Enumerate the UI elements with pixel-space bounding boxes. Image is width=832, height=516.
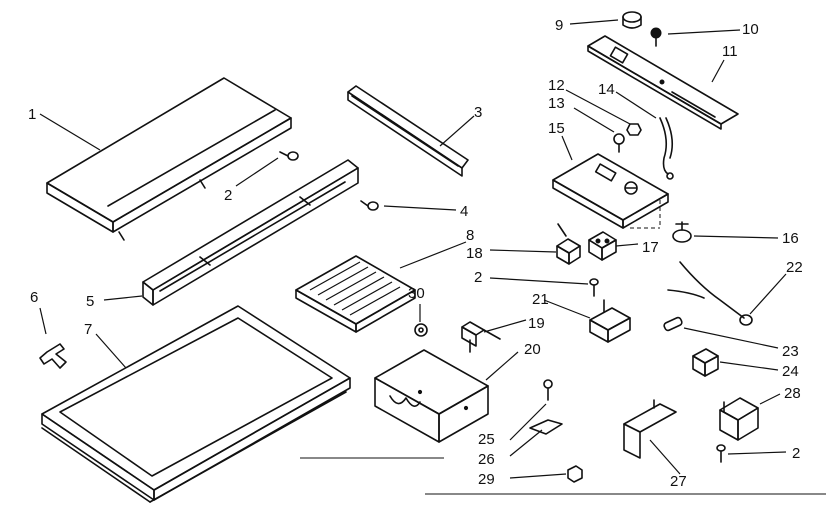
part-14-wire-lead xyxy=(659,117,674,180)
callout-12: 12 xyxy=(548,77,565,94)
callout-2-c: 2 xyxy=(792,445,800,462)
part-15-housing xyxy=(552,153,669,229)
part-26-clamp xyxy=(529,419,563,435)
part-2-screw-b xyxy=(589,278,599,297)
callout-labels: 1 2 3 4 5 6 7 8 9 10 11 12 13 14 15 16 1… xyxy=(28,17,803,490)
callout-5: 5 xyxy=(86,293,94,310)
part-16-thermostat xyxy=(672,221,692,243)
callout-18: 18 xyxy=(466,245,483,262)
callout-17: 17 xyxy=(642,239,659,256)
callout-3: 3 xyxy=(474,104,482,121)
callout-27: 27 xyxy=(670,473,687,490)
part-5-rail xyxy=(142,159,359,306)
callout-10: 10 xyxy=(742,21,759,38)
part-12-nut xyxy=(626,123,642,136)
leader-lines xyxy=(39,19,787,479)
part-6-clip xyxy=(39,343,67,369)
callout-9: 9 xyxy=(555,17,563,34)
part-11-control-panel xyxy=(587,35,739,130)
part-29-cap xyxy=(567,465,583,483)
part-30-grommet xyxy=(414,323,428,337)
part-18-switch xyxy=(556,223,581,265)
callout-6: 6 xyxy=(30,289,38,306)
part-4-screw xyxy=(360,200,379,211)
callout-26: 26 xyxy=(478,451,495,468)
callout-23: 23 xyxy=(782,343,799,360)
callout-16: 16 xyxy=(782,230,799,247)
callout-24: 24 xyxy=(782,363,799,380)
part-25-screw xyxy=(543,379,553,401)
callout-14: 14 xyxy=(598,81,615,98)
callout-4: 4 xyxy=(460,203,468,220)
callout-1: 1 xyxy=(28,106,36,123)
part-8-grille xyxy=(295,255,416,333)
part-28-bracket xyxy=(719,397,759,441)
callout-22: 22 xyxy=(786,259,803,276)
part-2-screw-c xyxy=(716,444,726,463)
part-27-bracket xyxy=(623,399,677,459)
part-9-knob xyxy=(622,11,642,29)
part-2-screw-a xyxy=(279,151,299,161)
part-13-screw xyxy=(613,133,625,153)
callout-19: 19 xyxy=(528,315,545,332)
part-24-switch xyxy=(692,348,719,377)
part-1-top-cover xyxy=(46,77,292,241)
callout-30: 30 xyxy=(408,285,425,302)
callout-2-b: 2 xyxy=(474,269,482,286)
callout-8: 8 xyxy=(466,227,474,244)
callout-21: 21 xyxy=(532,291,549,308)
part-7-frame xyxy=(41,305,351,503)
part-22-power-cord xyxy=(667,261,753,326)
callout-20: 20 xyxy=(524,341,541,358)
callout-29: 29 xyxy=(478,471,495,488)
callout-11: 11 xyxy=(722,43,738,60)
part-17-switch xyxy=(588,231,617,261)
callout-28: 28 xyxy=(784,385,801,402)
callout-13: 13 xyxy=(548,95,565,112)
part-23-fuse xyxy=(663,316,683,332)
part-21-relay xyxy=(589,299,631,343)
callout-7: 7 xyxy=(84,321,92,338)
part-10-small-knob xyxy=(650,27,662,47)
callout-2-a: 2 xyxy=(224,187,232,204)
callout-15: 15 xyxy=(548,120,565,137)
part-20-electrical-box xyxy=(374,349,489,443)
part-3-bracket xyxy=(347,85,469,177)
callout-25: 25 xyxy=(478,431,495,448)
part-19-connector xyxy=(461,321,501,353)
